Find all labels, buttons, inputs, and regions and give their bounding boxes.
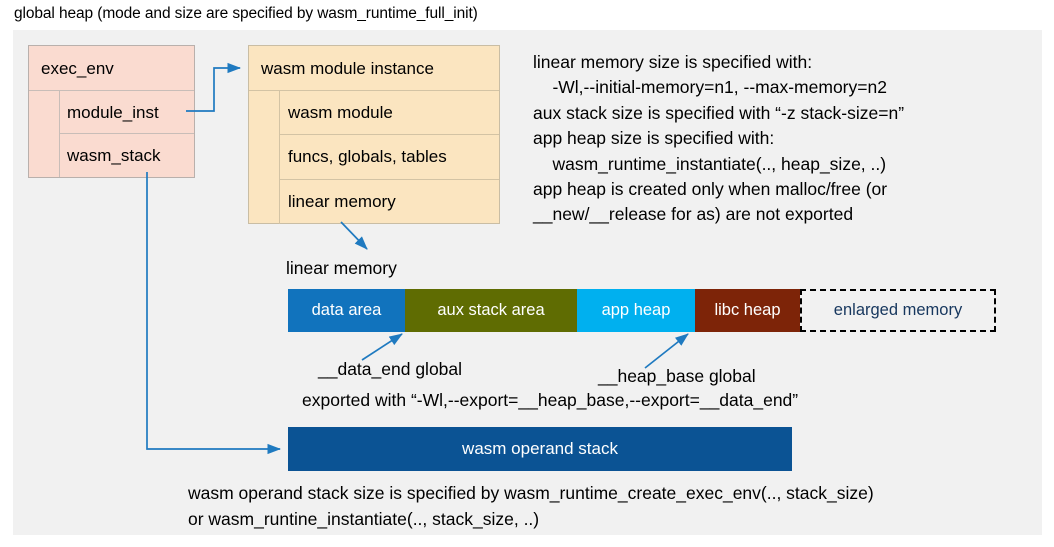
linear-memory-bar: data area aux stack area app heap libc h… [288,289,996,332]
exec-env-fields: module_inst wasm_stack [29,91,194,178]
linear-memory-notes: linear memory size is specified with: -W… [533,52,905,225]
memory-segment-data-area: data area [288,289,405,332]
memory-segment-aux-stack-area: aux stack area [405,289,577,332]
memory-segment-app-heap: app heap [577,289,695,332]
exported-with-label: exported with “-Wl,--export=__heap_base,… [302,390,799,410]
exec-env-box: exec_env module_inst wasm_stack [28,45,195,178]
wmi-field-funcs-globals-tables: funcs, globals, tables [279,135,499,180]
exec-env-field-module-inst: module_inst [59,91,194,134]
linear-memory-label: linear memory [286,258,397,278]
wasm-module-instance-title: wasm module instance [249,46,499,91]
wasm-module-instance-box: wasm module instance wasm module funcs, … [248,45,500,224]
wasm-operand-stack-bar: wasm operand stack [288,427,792,471]
wmi-field-linear-memory: linear memory [279,179,499,224]
memory-segment-enlarged-memory: enlarged memory [800,289,996,332]
operand-stack-note: wasm operand stack size is specified by … [188,483,874,529]
diagram-caption: global heap (mode and size are specified… [14,5,478,22]
wasm-module-instance-fields: wasm module funcs, globals, tables linea… [249,91,499,224]
memory-segment-libc-heap: libc heap [695,289,800,332]
wmi-field-wasm-module: wasm module [279,91,499,136]
data-end-global-label: __data_end global [318,359,463,379]
heap-base-global-label: __heap_base global [598,366,756,386]
exec-env-title: exec_env [29,46,194,91]
exec-env-field-wasm-stack: wasm_stack [59,134,194,177]
